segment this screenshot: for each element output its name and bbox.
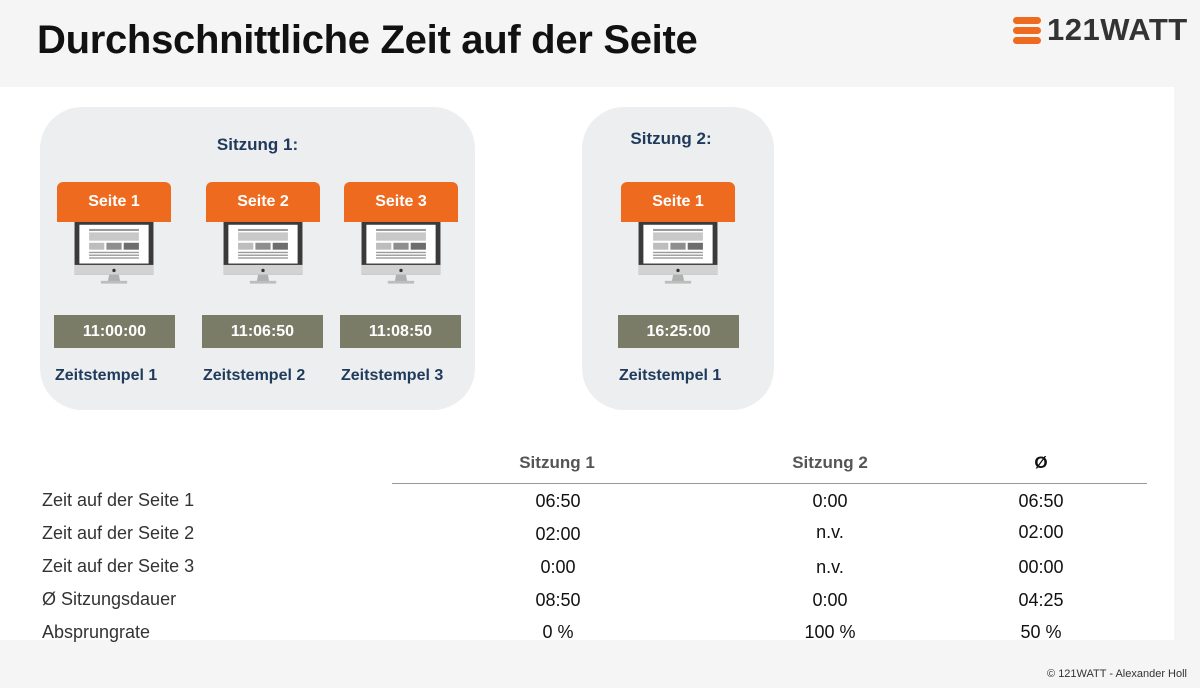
logo-bars-icon (1013, 15, 1043, 45)
table-divider (392, 483, 1147, 484)
table-header-session-1: Sitzung 1 (519, 453, 595, 472)
monitor-icon (361, 222, 441, 284)
copyright-text: © 121WATT - Alexander Holl (1047, 668, 1187, 680)
cell: 08:50 (535, 590, 581, 610)
cell: 06:50 (535, 491, 581, 511)
cell: 02:00 (1018, 522, 1064, 542)
cell: 100 % (804, 622, 856, 642)
row-label: Zeit auf der Seite 3 (42, 556, 195, 576)
page-title: Durchschnittliche Zeit auf der Seite (37, 18, 698, 62)
cell: 0:00 (540, 557, 576, 577)
page-label: Seite 1 (57, 182, 171, 222)
session-1-title: Sitzung 1: (216, 135, 299, 154)
cell: 0:00 (812, 491, 848, 511)
timestamp-value: 11:00:00 (54, 315, 175, 348)
row-label: Zeit auf der Seite 1 (42, 490, 195, 510)
timestamp-label: Zeitstempel 1 (55, 367, 158, 384)
monitor-icon (74, 222, 154, 284)
monitor-icon (638, 222, 718, 284)
row-label: Absprungrate (42, 622, 151, 642)
row-label: Ø Sitzungsdauer (42, 589, 177, 609)
timestamp-value: 11:06:50 (202, 315, 323, 348)
cell: 00:00 (1018, 557, 1064, 577)
page-label: Seite 2 (206, 182, 320, 222)
cell: 50 % (1020, 622, 1062, 642)
cell: 02:00 (535, 524, 581, 544)
cell: 06:50 (1018, 491, 1064, 511)
cell: n.v. (816, 522, 844, 542)
logo-text: 121WATT (1047, 12, 1188, 47)
table-header-session-2: Sitzung 2 (792, 453, 868, 472)
cell: 0 % (542, 622, 574, 642)
page-label: Seite 3 (344, 182, 458, 222)
timestamp-label: Zeitstempel 2 (203, 367, 306, 384)
table-header-average: Ø (1034, 453, 1048, 472)
cell: 0:00 (812, 590, 848, 610)
monitor-icon (223, 222, 303, 284)
brand-logo: 121WATT (1013, 12, 1188, 48)
timestamp-label: Zeitstempel 1 (619, 367, 722, 384)
row-label: Zeit auf der Seite 2 (42, 523, 195, 543)
cell: 04:25 (1018, 590, 1064, 610)
timestamp-value: 11:08:50 (340, 315, 461, 348)
page-label: Seite 1 (621, 182, 735, 222)
timestamp-label: Zeitstempel 3 (341, 367, 444, 384)
session-2-title: Sitzung 2: (630, 129, 712, 148)
timestamp-value: 16:25:00 (618, 315, 739, 348)
cell: n.v. (816, 557, 844, 577)
